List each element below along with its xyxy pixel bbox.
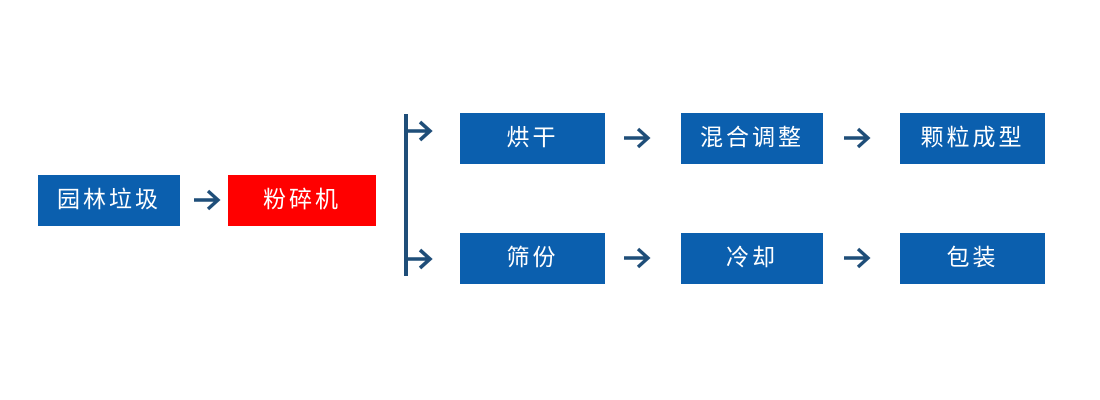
arrow-right-icon-top-2: [840, 121, 878, 155]
node-cooling[interactable]: 冷却: [681, 233, 823, 284]
node-packaging[interactable]: 包装: [900, 233, 1045, 284]
arrow-right-icon-bottom-1: [620, 241, 658, 275]
node-crusher[interactable]: 粉碎机: [228, 175, 376, 226]
node-screening[interactable]: 筛份: [460, 233, 605, 284]
node-granule-forming[interactable]: 颗粒成型: [900, 113, 1045, 164]
arrow-right-icon-bottom-2: [840, 241, 878, 275]
node-drying[interactable]: 烘干: [460, 113, 605, 164]
arrow-right-icon-input: [190, 183, 228, 217]
arrow-right-icon-top-1: [620, 121, 658, 155]
node-mixing-adjust[interactable]: 混合调整: [681, 113, 823, 164]
node-garden-waste[interactable]: 园林垃圾: [38, 175, 180, 226]
branch-split-icon: [400, 110, 440, 280]
